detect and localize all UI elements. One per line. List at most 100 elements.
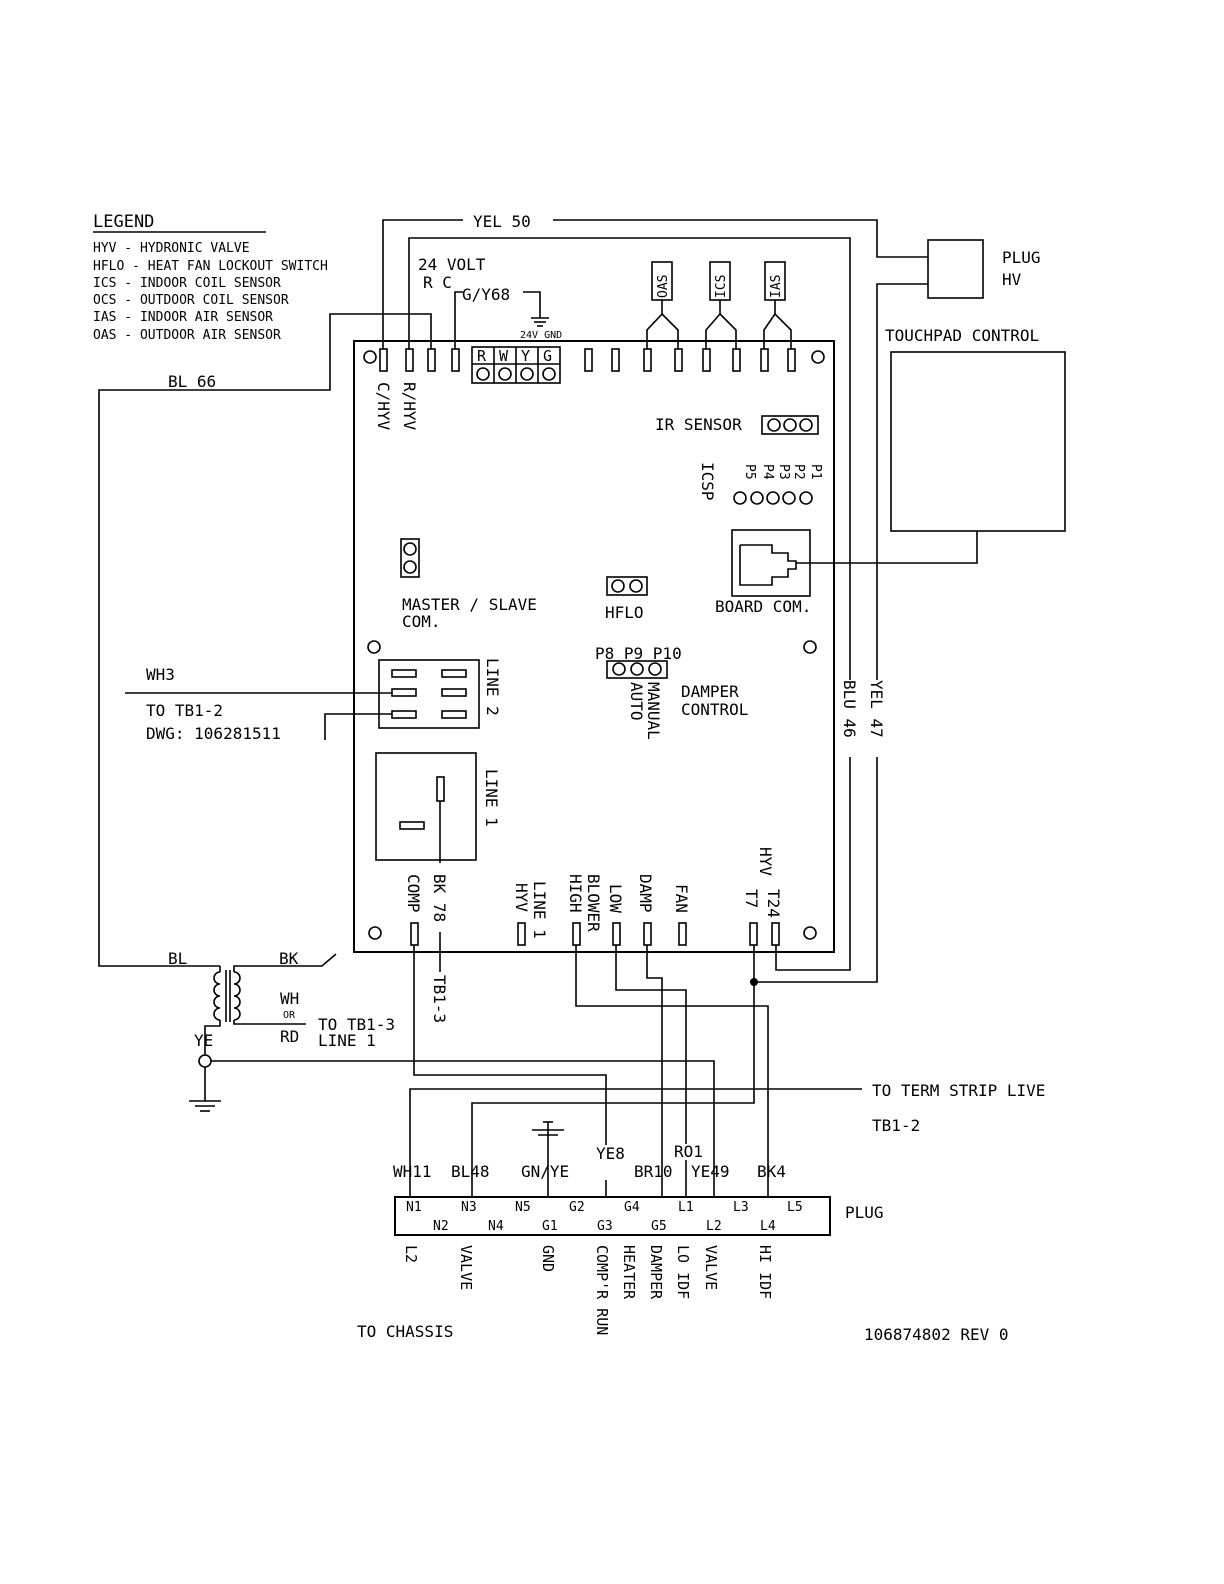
label-to-tb1-2: TO TB1-2: [146, 701, 223, 720]
terminal-c: [427, 348, 436, 372]
sensor-label-ias: IAS: [769, 275, 784, 298]
terminal-t7: [749, 922, 758, 946]
label-auto: AUTO: [627, 682, 646, 721]
control-board: [353, 340, 835, 953]
label-24-volt: 24 VOLT: [418, 255, 486, 274]
wire-high: [575, 945, 769, 1197]
pin-label-p3: P3: [776, 464, 791, 480]
terminal-ics-a: [702, 348, 711, 372]
pin-n2: N2: [433, 1219, 449, 1234]
wire-label-bk78: BK 78: [430, 874, 449, 922]
plug-wire-labels: WH11 BL48 GN/YE YE8 BR10 RO1 YE49 BK4: [393, 1142, 786, 1181]
mount-hole: [368, 926, 382, 940]
label-hyv: HYV: [756, 847, 775, 876]
line2-connector: [378, 659, 480, 729]
label-line-1-ext: LINE 1: [318, 1031, 376, 1050]
top-terminals: [379, 348, 796, 372]
terminal-gy: [451, 348, 460, 372]
wire-t7: [471, 945, 755, 1197]
terminal-oas-b: [674, 348, 683, 372]
sensor-ias: IAS: [763, 261, 792, 349]
plug-wire-label: YE49: [691, 1162, 730, 1181]
label-plug: PLUG: [1002, 248, 1041, 267]
plug-wire-label: GN/YE: [521, 1162, 569, 1181]
wire-label-bl: BL: [168, 949, 187, 968]
wire-label-bk: BK: [279, 949, 299, 968]
label-damp: DAMP: [636, 874, 655, 913]
legend-item: HYV - HYDRONIC VALVE: [93, 241, 250, 256]
rwyg-terminal-block: R W Y G: [471, 346, 561, 384]
label-board-com: BOARD COM.: [715, 597, 811, 616]
terminal: [584, 348, 593, 372]
wire-term-strip: [409, 1088, 862, 1197]
label-line1-hyv-b: HYV: [512, 883, 531, 912]
label-touchpad-control: TOUCHPAD CONTROL: [885, 326, 1039, 345]
wire-bl66: [98, 313, 432, 967]
sensor-ics: ICS: [705, 261, 737, 349]
plug-wire-label: BR10: [634, 1162, 673, 1181]
terminal-label-y: Y: [521, 347, 530, 365]
pin-label-p1: P1: [808, 464, 823, 480]
wire-label-ye: YE: [194, 1031, 213, 1050]
wire-label-or: OR: [283, 1010, 296, 1021]
wire-label-wh: WH: [280, 989, 299, 1008]
label-term-strip-live: TO TERM STRIP LIVE: [872, 1081, 1045, 1100]
plug-pin-labels-top: N1 N3 N5 G2 G4 L1 L3 L5: [406, 1200, 803, 1215]
wire-damp: [646, 945, 663, 1197]
terminal-oas-a: [643, 348, 652, 372]
drawing-number: 106874802 REV 0: [864, 1325, 1009, 1344]
mount-hole: [803, 926, 817, 940]
plug-wire-label: RO1: [674, 1142, 703, 1161]
label-r-c: R C: [423, 273, 452, 292]
mount-hole: [367, 640, 381, 654]
mount-hole: [811, 350, 825, 364]
pin-label-p5: P5: [742, 464, 757, 480]
plug-pin-labels-bottom: N2 N4 G1 G3 G5 L2 L4: [433, 1219, 776, 1234]
hflo-connector: [606, 576, 648, 596]
pin-n4: N4: [488, 1219, 504, 1234]
legend-item: ICS - INDOOR COIL SENSOR: [93, 276, 281, 291]
pin-l2: L2: [706, 1219, 722, 1234]
terminal: [611, 348, 620, 372]
function-label: VALVE: [702, 1245, 720, 1290]
function-label: HEATER: [620, 1245, 638, 1300]
pin-n5: N5: [515, 1200, 531, 1215]
bottom-terminals: [410, 922, 780, 946]
legend-item: OCS - OUTDOOR COIL SENSOR: [93, 293, 289, 308]
label-master-slave: MASTER / SLAVE: [402, 595, 537, 614]
line1-connector: [375, 752, 477, 861]
label-to-chassis: TO CHASSIS: [357, 1322, 453, 1341]
pin-n1: N1: [406, 1200, 422, 1215]
function-label: DAMPER: [647, 1245, 665, 1300]
wire-blu46: [408, 237, 851, 680]
pin-g1: G1: [542, 1219, 558, 1234]
function-label: L2: [402, 1245, 420, 1263]
wire-label-bl66: BL 66: [168, 372, 216, 391]
label-line1-hyv-a: LINE 1: [530, 881, 549, 939]
sensor-label-oas: OAS: [656, 275, 671, 298]
label-tb1-3: TB1-3: [430, 975, 449, 1023]
label-to-tb1-3: TO TB1-3: [318, 1015, 395, 1034]
label-line-2: LINE 2: [483, 658, 502, 716]
legend-item: IAS - INDOOR AIR SENSOR: [93, 310, 273, 325]
terminal-line1-hyv: [517, 922, 526, 946]
mount-hole: [803, 640, 817, 654]
label-com: COM.: [402, 612, 441, 631]
legend: LEGEND HYV - HYDRONIC VALVE HFLO - HEAT …: [93, 212, 328, 343]
legend-title: LEGEND: [93, 212, 154, 232]
plug-wire-label: BK4: [757, 1162, 786, 1181]
wire-yel47: [876, 283, 928, 680]
plug-wire-label: YE8: [596, 1144, 625, 1163]
plug-wire-label: BL48: [451, 1162, 490, 1181]
label-rhyv: R/HYV: [400, 382, 419, 431]
legend-item: OAS - OUTDOOR AIR SENSOR: [93, 328, 281, 343]
label-tb1-2: TB1-2: [872, 1116, 920, 1135]
pin-l5: L5: [787, 1200, 803, 1215]
label-hflo: HFLO: [605, 603, 644, 622]
terminal-comp: [410, 922, 419, 946]
pin-g3: G3: [597, 1219, 613, 1234]
touchpad-control: [890, 351, 1066, 532]
label-t24: T24: [764, 889, 783, 918]
pin-l3: L3: [733, 1200, 749, 1215]
label-high: HIGH: [566, 874, 585, 913]
